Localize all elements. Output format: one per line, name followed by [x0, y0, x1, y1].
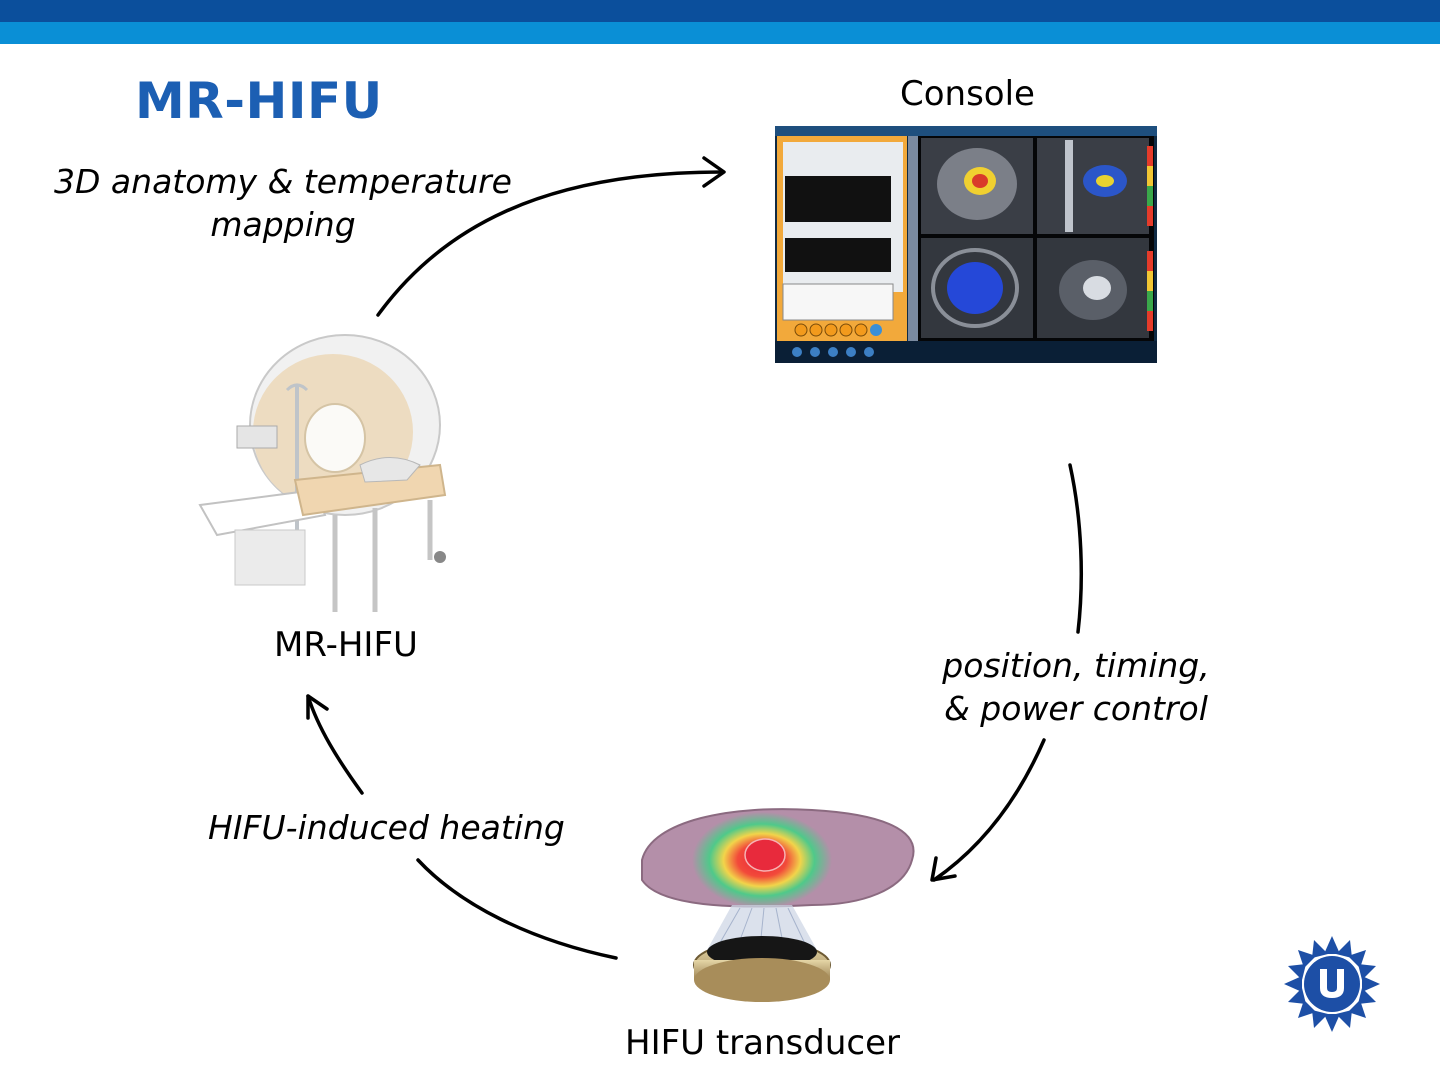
arrow-console-to-transducer-lower [932, 738, 1046, 882]
arrowhead-scanner [306, 694, 329, 720]
console-screenshot-icon [775, 126, 1157, 363]
edge-label-transducer-to-scanner: HIFU-induced heating [208, 808, 565, 847]
slide-title: MR-HIFU [135, 72, 383, 130]
header-band-dark [0, 0, 1440, 22]
edge-label-line-1: 3D anatomy & temperature [54, 162, 512, 201]
edge-label-line-2: & power control [944, 689, 1208, 728]
edge-label-console-to-transducer: position, timing, & power control [918, 644, 1234, 730]
header-band-light [0, 22, 1440, 44]
node-label-console: Console [900, 74, 1035, 114]
arrowhead-transducer [930, 856, 957, 882]
arrow-transducer-to-scanner-upper [306, 694, 364, 795]
edge-label-scanner-to-console: 3D anatomy & temperature mapping [30, 160, 536, 246]
university-sun-logo [1284, 936, 1380, 1032]
node-label-scanner: MR-HIFU [274, 625, 418, 665]
arrowhead-console [702, 156, 726, 188]
node-label-transducer: HIFU transducer [625, 1023, 900, 1063]
edge-label-line-1: position, timing, [942, 646, 1210, 685]
arrow-scanner-to-console [376, 170, 724, 317]
edge-label-line-2: mapping [210, 205, 356, 244]
hifu-transducer-icon [641, 808, 915, 1002]
mri-scanner-icon [198, 334, 447, 612]
arrow-transducer-to-scanner-lower [416, 858, 618, 960]
arrow-console-to-transducer-upper [1068, 463, 1084, 634]
